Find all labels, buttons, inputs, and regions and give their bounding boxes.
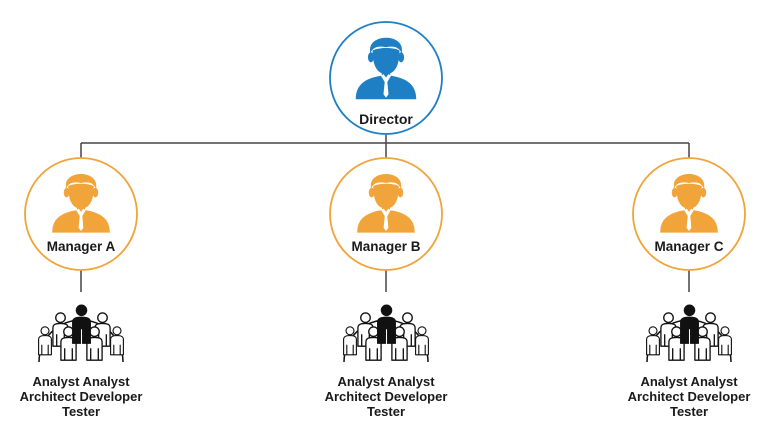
team-node-c [646, 303, 732, 363]
team-members-b: Analyst Analyst Architect Developer Test… [311, 374, 461, 419]
director-node: Director [329, 21, 443, 135]
director-label: Director [359, 111, 413, 127]
manager-node-b: Manager B [329, 157, 443, 271]
team-node-b [343, 303, 429, 363]
manager-node-a: Manager A [24, 157, 138, 271]
team-line-1: Analyst Analyst [32, 374, 130, 389]
manager-b-label: Manager B [351, 239, 420, 254]
team-node-a [38, 303, 124, 363]
team-line-2: Architect Developer [627, 389, 751, 404]
connector-lines [80, 134, 690, 292]
manager-node-c: Manager C [632, 157, 746, 271]
team-line-3: Tester [669, 404, 709, 419]
team-members-a: Analyst Analyst Architect Developer Test… [6, 374, 156, 419]
manager-c-label: Manager C [654, 239, 723, 254]
team-line-3: Tester [61, 404, 101, 419]
team-line-2: Architect Developer [19, 389, 143, 404]
team-line-1: Analyst Analyst [640, 374, 738, 389]
team-line-3: Tester [366, 404, 406, 419]
team-members-c: Analyst Analyst Architect Developer Test… [614, 374, 764, 419]
team-line-1: Analyst Analyst [337, 374, 435, 389]
team-line-2: Architect Developer [324, 389, 448, 404]
manager-a-label: Manager A [47, 239, 116, 254]
